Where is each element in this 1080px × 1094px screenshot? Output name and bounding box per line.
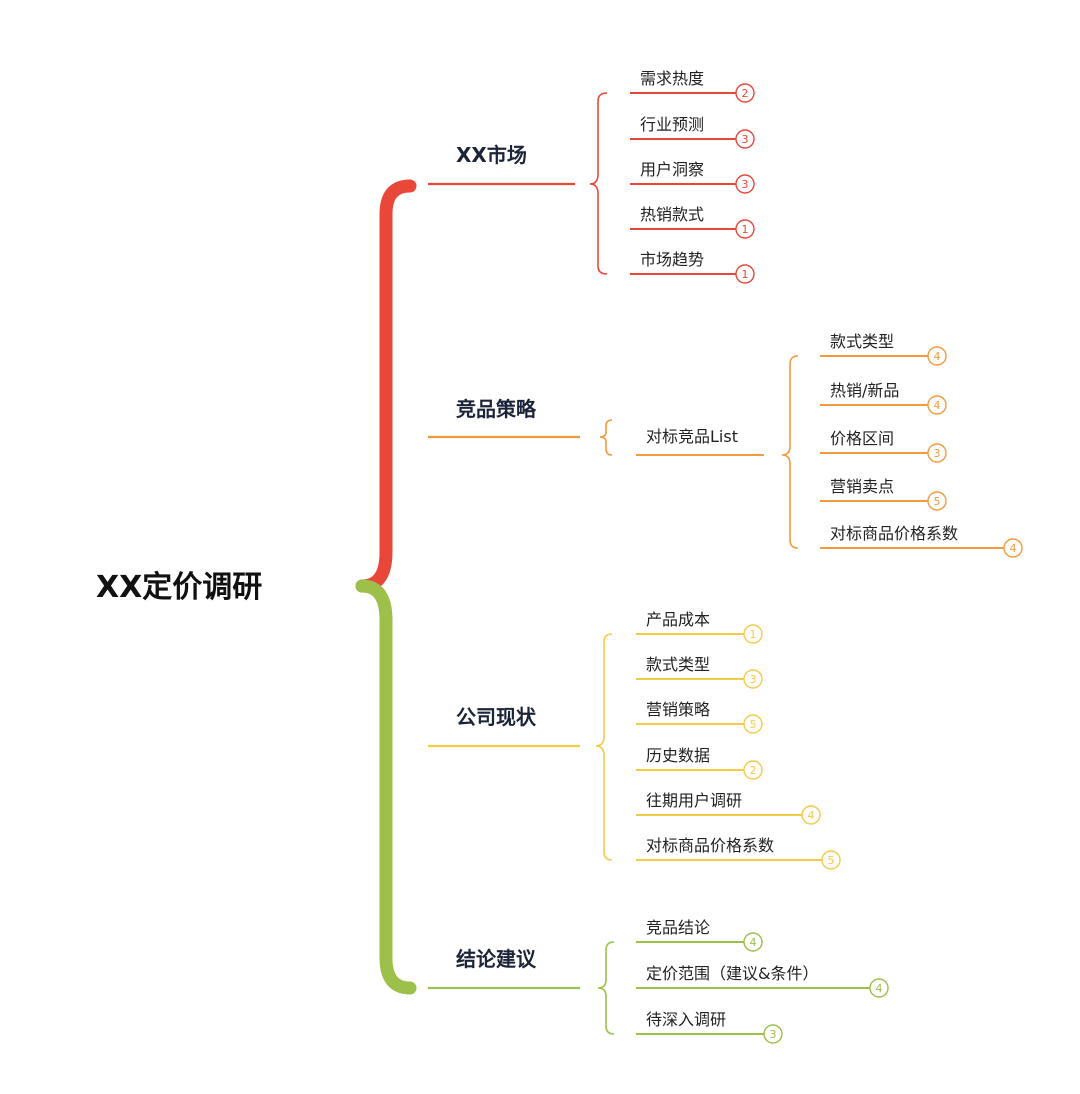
priority-badge-number: 3 <box>750 673 757 686</box>
priority-badge-icon <box>801 805 821 825</box>
priority-badge-number: 4 <box>1010 542 1017 555</box>
priority-badge-number: 3 <box>934 447 941 460</box>
priority-badge-icon <box>869 978 889 998</box>
leaf-label[interactable]: 历史数据 <box>646 746 710 765</box>
priority-badge-icon <box>927 443 947 463</box>
leaf-label[interactable]: 待深入调研 <box>646 1010 726 1029</box>
priority-badge-icon <box>927 491 947 511</box>
priority-badge-icon <box>735 174 755 194</box>
root-title: XX定价调研 <box>96 570 262 605</box>
priority-badge-number: 1 <box>750 628 757 641</box>
priority-badge-number: 3 <box>770 1028 777 1041</box>
root-bracket-top <box>355 179 417 593</box>
priority-badge-icon <box>927 346 947 366</box>
priority-badge-icon <box>735 129 755 149</box>
branch-bracket-0 <box>589 92 608 275</box>
sub-bracket-1 <box>781 355 799 549</box>
priority-badge-icon <box>821 850 841 870</box>
priority-badge-icon <box>735 264 755 284</box>
priority-badge-icon <box>735 219 755 239</box>
leaf-label[interactable]: 热销款式 <box>640 205 704 224</box>
sub-node-label: 对标竞品List <box>646 427 738 446</box>
branch-title-2: 公司现状 <box>456 705 537 729</box>
leaf-label[interactable]: 营销策略 <box>646 700 710 719</box>
priority-badge-icon <box>735 83 755 103</box>
leaf-nodes: 需求热度 2 行业预测 3 用户洞察 3 热销款式 1 市场趋势 1 款式类型 4 热销/新品 4 价格区间… <box>630 69 1023 1044</box>
branch-title-1: 竞品策略 <box>456 397 537 421</box>
priority-badge-icon <box>763 1024 783 1044</box>
leaf-label[interactable]: 定价范围（建议&条件） <box>646 964 818 983</box>
root-bracket-bottom <box>355 579 417 995</box>
priority-badge-number: 5 <box>934 495 941 508</box>
leaf-label[interactable]: 对标商品价格系数 <box>830 524 958 543</box>
leaf-label[interactable]: 营销卖点 <box>830 477 894 496</box>
leaf-label[interactable]: 热销/新品 <box>830 381 899 400</box>
priority-badge-icon <box>743 760 763 780</box>
priority-badge-number: 2 <box>742 87 749 100</box>
priority-badge-number: 3 <box>742 178 749 191</box>
priority-badge-number: 4 <box>750 936 757 949</box>
leaf-label[interactable]: 价格区间 <box>830 429 894 448</box>
branch-bracket-1 <box>599 419 613 456</box>
leaf-label[interactable]: 产品成本 <box>646 610 710 629</box>
leaf-label[interactable]: 对标商品价格系数 <box>646 836 774 855</box>
leaf-label[interactable]: 用户洞察 <box>640 160 704 179</box>
branch-title-0: XX市场 <box>456 143 527 167</box>
priority-badge-icon <box>743 932 763 952</box>
branch-bracket-2 <box>595 633 613 861</box>
priority-badge-icon <box>927 395 947 415</box>
priority-badge-number: 5 <box>828 854 835 867</box>
leaf-label[interactable]: 竞品结论 <box>646 918 710 937</box>
branch-title-3: 结论建议 <box>456 947 537 971</box>
leaf-label[interactable]: 市场趋势 <box>640 250 704 269</box>
priority-badge-number: 1 <box>742 268 749 281</box>
leaf-label[interactable]: 往期用户调研 <box>646 791 742 810</box>
branch-bracket-3 <box>597 941 615 1035</box>
priority-badge-icon <box>743 714 763 734</box>
priority-badge-number: 4 <box>808 809 815 822</box>
leaf-label[interactable]: 款式类型 <box>830 332 894 351</box>
priority-badge-icon <box>743 669 763 689</box>
leaf-label[interactable]: 行业预测 <box>640 115 704 134</box>
leaf-label[interactable]: 款式类型 <box>646 655 710 674</box>
priority-badge-number: 2 <box>750 764 757 777</box>
priority-badge-number: 4 <box>876 982 883 995</box>
leaf-label[interactable]: 需求热度 <box>640 69 704 88</box>
priority-badge-number: 3 <box>742 133 749 146</box>
priority-badge-number: 5 <box>750 718 757 731</box>
priority-badge-icon <box>1003 538 1023 558</box>
priority-badge-icon <box>743 624 763 644</box>
priority-badge-number: 4 <box>934 399 941 412</box>
priority-badge-number: 4 <box>934 350 941 363</box>
priority-badge-number: 1 <box>742 223 749 236</box>
